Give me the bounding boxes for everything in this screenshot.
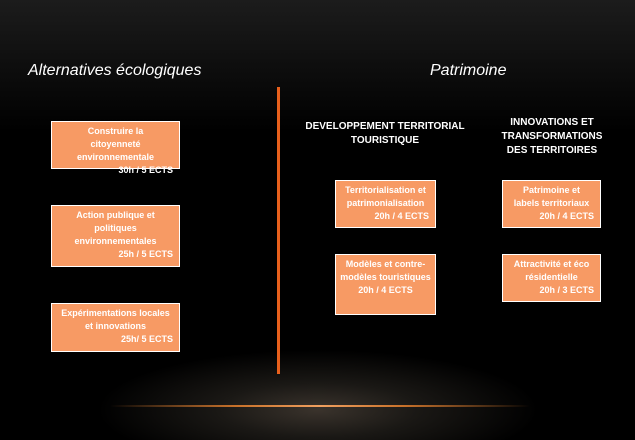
header-developpement: DEVELOPPEMENT TERRITORIAL TOURISTIQUE xyxy=(305,121,465,146)
course-hours: 30h / 5 ECTS xyxy=(118,165,173,175)
course-hours: 20h / 4 ECTS xyxy=(358,285,413,295)
course-hours: 25h/ 5 ECTS xyxy=(120,334,173,344)
course-box: Modèles et contre-modèles touristiques 2… xyxy=(335,254,436,315)
course-box: Patrimoine et labels territoriaux 20h / … xyxy=(502,180,601,228)
course-hours: 25h / 5 ECTS xyxy=(118,249,173,259)
course-box: Expérimentations locales et innovations … xyxy=(51,303,180,352)
bottom-glow-line xyxy=(110,405,530,407)
course-label: Construire la citoyenneté environnementa… xyxy=(76,126,155,162)
course-box: Action publique et politiques environnem… xyxy=(51,205,180,267)
course-box: Construire la citoyenneté environnementa… xyxy=(51,121,180,175)
course-hours: 20h / 3 ECTS xyxy=(539,285,594,295)
course-label: Modèles et contre-modèles touristiques xyxy=(340,259,431,282)
course-hours: 20h / 4 ECTS xyxy=(539,211,594,221)
course-box: Attractivité et éco résidentielle 20h / … xyxy=(502,254,601,302)
course-hours: 20h / 4 ECTS xyxy=(374,211,429,221)
header-innovations: INNOVATIONS ET TRANSFORMATIONS DES TERRI… xyxy=(501,117,603,156)
left-title: Alternatives écologiques xyxy=(28,62,202,79)
course-label: Territorialisation et patrimonialisation xyxy=(345,185,426,208)
divider xyxy=(277,87,280,374)
course-label: Expérimentations locales et innovations xyxy=(61,308,170,331)
course-label: Patrimoine et labels territoriaux xyxy=(513,185,590,208)
course-box: Territorialisation et patrimonialisation… xyxy=(335,180,436,228)
right-title: Patrimoine xyxy=(430,62,507,79)
course-label: Attractivité et éco résidentielle xyxy=(513,259,590,282)
course-label: Action publique et politiques environnem… xyxy=(74,210,157,246)
